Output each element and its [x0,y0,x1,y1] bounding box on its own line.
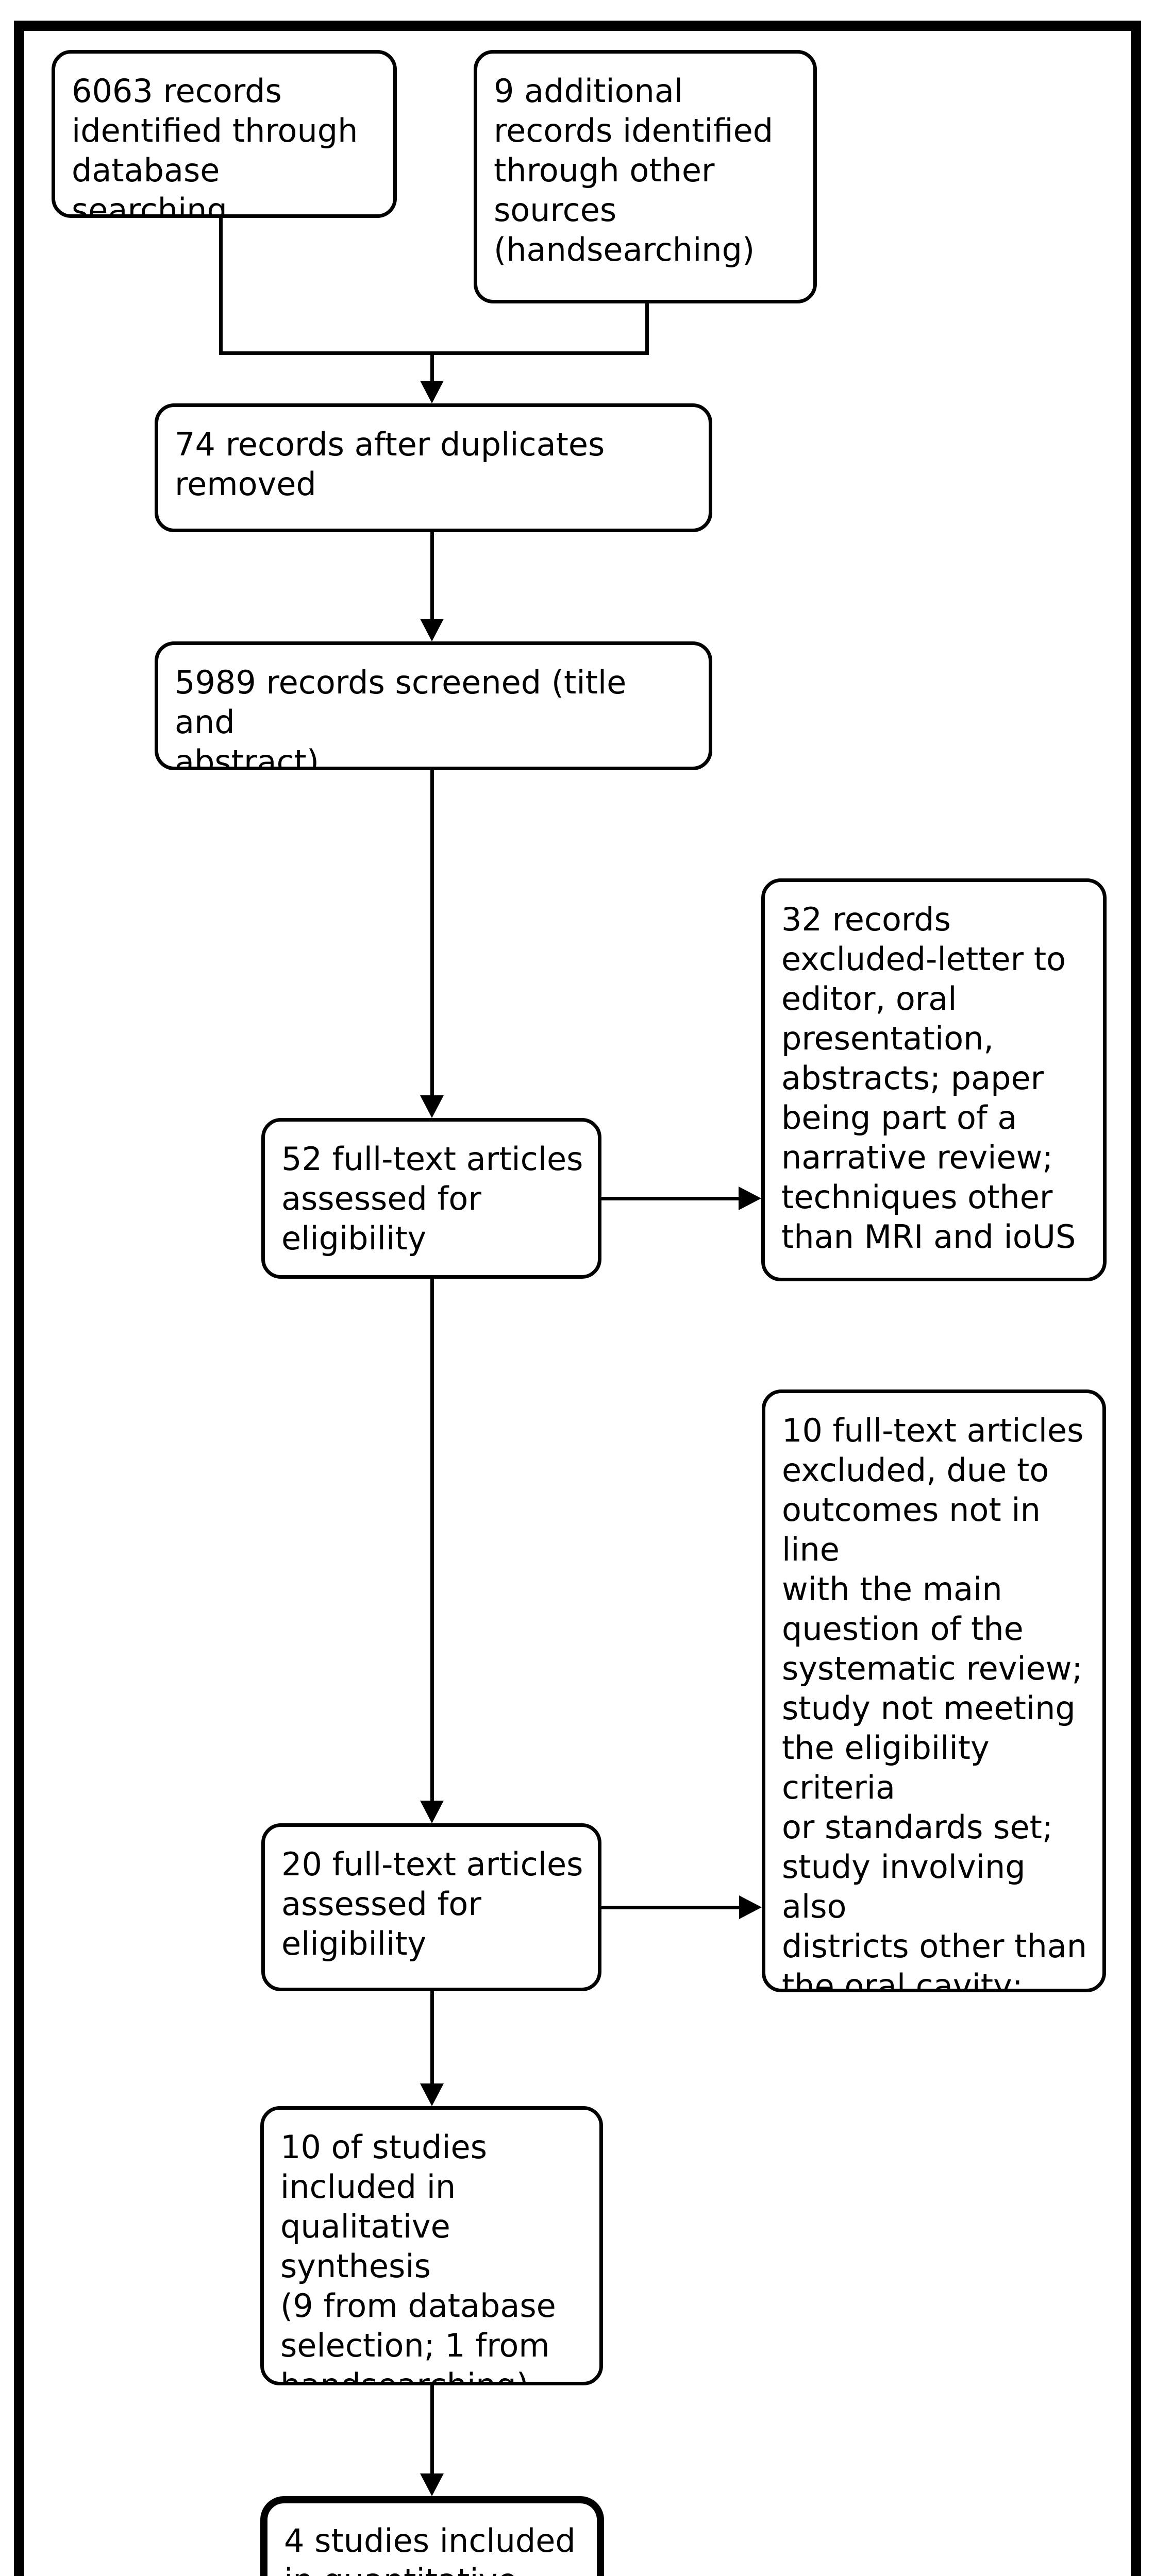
connector-fulltext1-to-fulltext2-line [430,1279,434,1803]
box-quantitative-synthesis: 4 studies included in quantitative synth… [260,2496,604,2576]
connector-fulltext2-to-excluded2-line [601,1906,741,1909]
connector-qualitative-to-quantitative-line [430,2385,434,2476]
connector-other-sources-down-line [645,303,649,355]
box-fulltext-assessed-second: 20 full-text articles assessed for eligi… [261,1823,601,1991]
arrowhead-into-quantitative-box [420,2473,444,2496]
box-fulltext-assessed-first: 52 full-text articles assessed for eligi… [261,1118,601,1279]
box-records-identified-database: 6063 records identified through database… [52,50,397,218]
box-records-excluded-second: 10 full-text articles excluded, due to o… [762,1389,1106,1992]
arrowhead-into-fulltext1-box [420,1095,444,1118]
box-records-identified-other-sources: 9 additional records identified through … [474,50,817,303]
connector-merge-horizontal-line [219,351,649,355]
box-records-after-duplicates: 74 records after duplicates removed [155,403,712,532]
box-records-excluded-first: 32 records excluded-letter to editor, or… [761,878,1107,1281]
connector-screened-to-fulltext1-line [430,770,434,1097]
outer-frame [14,21,1141,2576]
box-qualitative-synthesis: 10 of studies included in qualitative sy… [260,2106,603,2385]
arrowhead-into-screened-box [420,619,444,641]
arrowhead-into-duplicates-box [420,381,444,403]
box-records-screened: 5989 records screened (title and abstrac… [155,641,712,770]
connector-database-down-line [219,218,223,355]
connector-duplicates-to-screened-line [430,532,434,620]
arrowhead-into-excluded2-box [739,1895,762,1919]
arrowhead-into-fulltext2-box [420,1801,444,1823]
connector-fulltext2-to-qualitative-line [430,1991,434,2086]
arrowhead-into-excluded1-box [739,1187,761,1210]
arrowhead-into-qualitative-box [420,2083,444,2106]
connector-fulltext1-to-excluded1-line [601,1197,741,1200]
connector-merge-to-duplicates-line [430,351,434,382]
